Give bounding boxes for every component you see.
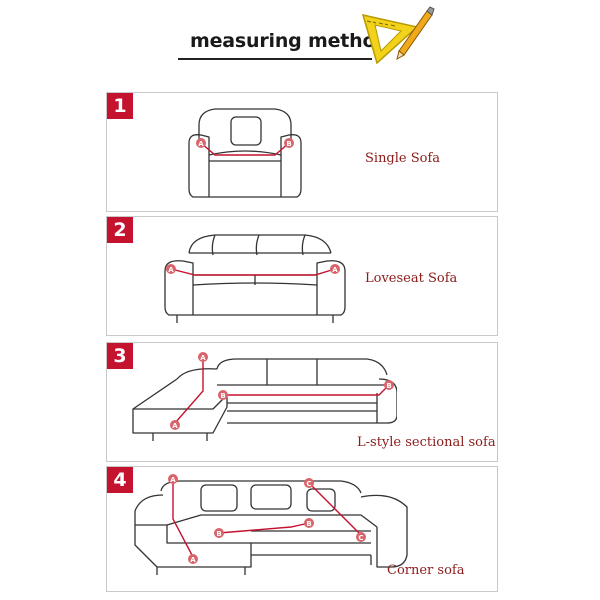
marker-a-top: A	[170, 476, 176, 484]
panel-caption: Corner sofa	[387, 563, 465, 578]
marker-b-right: B	[306, 520, 311, 528]
panel-number: 3	[107, 343, 133, 369]
page-title: measuring method	[190, 30, 389, 52]
panel-loveseat-sofa: 2 A A Loveseat Sofa	[106, 216, 498, 336]
marker-a-bottom: A	[190, 556, 196, 564]
panel-single-sofa: 1 A B Single Sofa	[106, 92, 498, 212]
panel-number: 4	[107, 467, 133, 493]
single-sofa-illustration: A B	[188, 108, 302, 198]
l-sectional-sofa-illustration: A A B B	[132, 352, 397, 441]
marker-a-bottom: A	[172, 422, 178, 430]
panel-caption: Loveseat Sofa	[365, 271, 458, 286]
corner-sofa-illustration: A A B B C C	[134, 474, 408, 575]
header: measuring method	[0, 0, 600, 80]
marker-a-left: A	[168, 266, 174, 274]
title-underline	[178, 58, 372, 60]
ruler-pencil-icon	[361, 6, 435, 65]
marker-a-top: A	[200, 354, 206, 362]
marker-b-left: B	[220, 392, 225, 400]
marker-b-right: B	[386, 382, 391, 390]
panel-caption: L-style sectional sofa	[357, 435, 496, 450]
marker-c-right: C	[358, 534, 363, 542]
marker-b-left: B	[216, 530, 221, 538]
panel-corner-sofa: 4 A A B B C	[106, 466, 498, 592]
panel-caption: Single Sofa	[365, 151, 441, 166]
marker-b: B	[286, 140, 291, 148]
marker-a-right: A	[332, 266, 338, 274]
loveseat-sofa-illustration: A A	[164, 234, 346, 323]
marker-a: A	[198, 140, 204, 148]
marker-c-top: C	[306, 480, 311, 488]
panel-number: 2	[107, 217, 133, 243]
panel-number: 1	[107, 93, 133, 119]
panel-l-style-sectional-sofa: 3 A A B B L-style sectional sofa	[106, 342, 498, 462]
